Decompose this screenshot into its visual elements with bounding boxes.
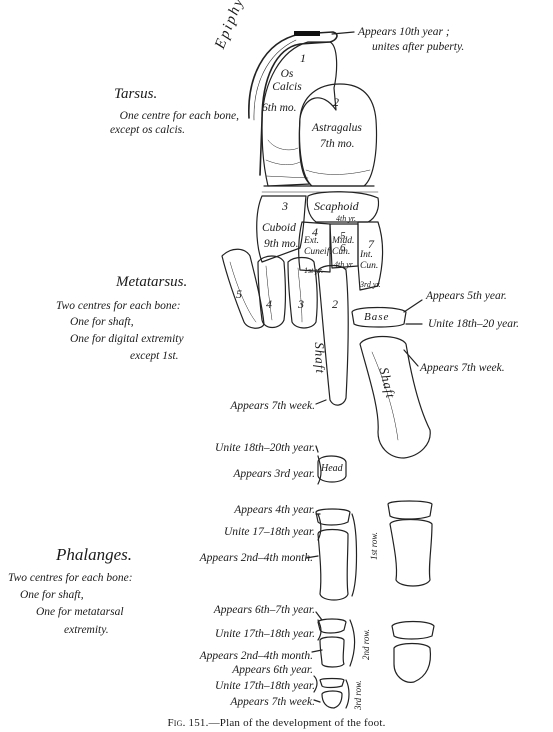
phalanges-desc-4: extremity. — [64, 624, 109, 637]
label-shaft-2: Shaft — [313, 342, 327, 374]
ph3-shaft-appears: Appears 7th week. — [230, 696, 315, 709]
ph2-medial-shaft — [394, 644, 430, 683]
meta-head-unite: Unite 18th–20th year. — [215, 442, 315, 455]
label-row-1: 1st row. — [368, 532, 381, 560]
ph3-shaft — [322, 691, 342, 708]
phalanges-desc-2: One for shaft, — [20, 589, 84, 602]
label-ext-cuneif-time: 1st yr. — [304, 264, 323, 277]
tarsus-desc-2: except os calcis. — [110, 124, 185, 137]
metatarsal-5 — [222, 249, 264, 328]
ph3-base-unite: Unite 17th–18th year. — [215, 680, 315, 693]
tarsus-desc-1: One centre for each bone, — [120, 110, 239, 123]
label-base: Base — [364, 311, 389, 324]
ph1-lateral-shaft — [318, 530, 348, 601]
metatarsus-desc-2: One for shaft, — [70, 316, 134, 329]
metatarsal-2-shaft — [318, 266, 348, 406]
figure-number: Fig. 151. — [167, 717, 208, 729]
number-meta-4: 4 — [266, 298, 272, 311]
label-head: Head — [321, 462, 343, 475]
ph2-base-unite: Unite 17th–18th year. — [215, 628, 315, 641]
number-meta-2: 2 — [332, 298, 338, 311]
label-os-calcis: Os Calcis — [270, 68, 304, 94]
ph1-base-appears: Appears 4th year. — [234, 504, 315, 517]
label-astragalus-time: 7th mo. — [320, 138, 355, 151]
ph2-base-appears: Appears 6th–7th year. — [214, 604, 315, 617]
label-row-3: 3rd row. — [352, 680, 365, 710]
label-cuboid: Cuboid — [262, 222, 296, 235]
metatarsus-desc-4: except 1st. — [130, 350, 179, 363]
number-meta-5: 5 — [236, 288, 242, 301]
number-2-astragalus: 2 — [333, 96, 339, 109]
number-7: 7 — [368, 238, 374, 251]
meta1-shaft-appears: Appears 7th week. — [420, 362, 505, 375]
number-meta-3: 3 — [298, 298, 304, 311]
metatarsus-desc-3: One for digital extremity — [70, 333, 184, 346]
ph3-base — [320, 679, 344, 688]
epiph-appears: Appears 10th year ; — [358, 26, 450, 39]
label-cuboid-time: 9th mo. — [264, 238, 299, 251]
label-int-cuneif: Int. Cun. — [360, 250, 380, 272]
metatarsus-desc-1: Two centres for each bone: — [56, 300, 181, 313]
figure-caption: Fig. 151.—Plan of the development of the… — [0, 717, 553, 729]
label-astragalus: Astragalus — [312, 122, 362, 135]
number-3: 3 — [282, 200, 288, 213]
ph3-base-appears: Appears 6th year. — [232, 664, 313, 677]
number-6: 6 — [340, 242, 346, 255]
ph1-lateral-base — [316, 509, 350, 525]
ph2-lateral-shaft — [320, 637, 344, 667]
meta-head-appears: Appears 3rd year. — [233, 468, 315, 481]
phalanges-desc-1: Two centres for each bone: — [8, 572, 133, 585]
ph2-medial-base — [392, 622, 434, 640]
ph2-lateral-base — [318, 619, 346, 633]
label-mid-cuneif-time: 4th yr. — [334, 258, 354, 271]
meta1-base-unite: Unite 18th–20 year. — [428, 318, 519, 331]
epiphysis-black-cap — [294, 31, 320, 36]
number-4: 4 — [312, 226, 318, 239]
meta1-base-appears: Appears 5th year. — [426, 290, 507, 303]
ph1-medial-base — [388, 501, 432, 519]
tarsus-title: Tarsus. — [114, 86, 157, 103]
epiph-unites: unites after puberty. — [372, 41, 464, 54]
ph1-medial-shaft — [390, 520, 432, 587]
ph2-shaft-appears: Appears 2nd–4th month. — [200, 650, 313, 663]
label-scaphoid-time: 4th yr. — [336, 212, 356, 225]
meta-shaft-appears: Appears 7th week. — [230, 400, 315, 413]
label-int-cuneif-time: 3rd yr. — [360, 278, 381, 291]
phalanges-desc-3: One for metatarsal — [36, 606, 124, 619]
ph1-shaft-appears: Appears 2nd–4th month. — [200, 552, 313, 565]
figure-caption-text: —Plan of the development of the foot. — [209, 717, 386, 729]
label-os-calcis-time: 6th mo. — [262, 102, 297, 115]
number-1: 1 — [300, 52, 306, 65]
metatarsus-title: Metatarsus. — [116, 274, 187, 291]
label-ext-cuneif: Ext. Cuneif. — [304, 236, 330, 258]
phalanges-title: Phalanges. — [56, 546, 132, 563]
label-row-2: 2nd row. — [360, 629, 373, 660]
ph1-base-unite: Unite 17–18th year. — [224, 526, 315, 539]
